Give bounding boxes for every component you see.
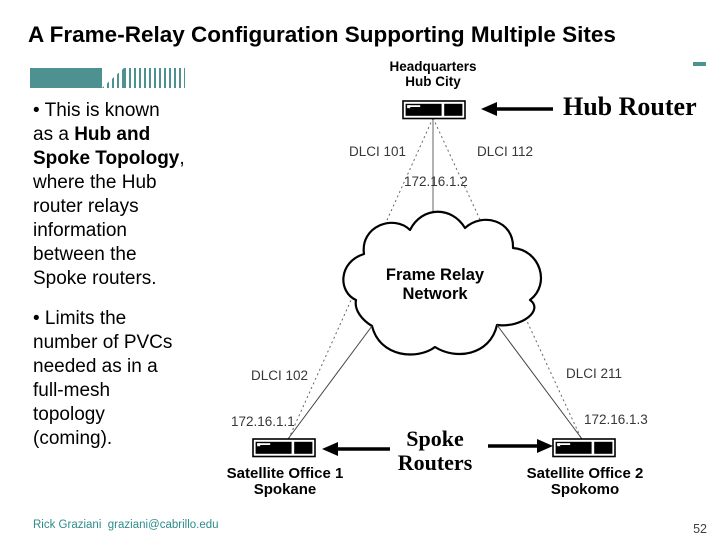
bullet-text-column: • This is known as a Hub and Spoke Topol…: [33, 99, 185, 451]
sat2-city-name: Spokomo: [550, 481, 620, 498]
dlci-112-label: DLCI 112: [477, 144, 534, 159]
page-title: A Frame-Relay Configuration Supporting M…: [28, 22, 616, 47]
sat1-site-name: Satellite Office 1: [226, 465, 344, 482]
spoke2-arrow-icon: [488, 439, 553, 453]
bullet-hub-spoke: • This is known as a Hub and Spoke Topol…: [33, 99, 185, 291]
dlci-102-label: DLCI 102: [251, 368, 309, 383]
sat2-site-name: Satellite Office 2: [526, 465, 644, 482]
hub-city-name: Hub City: [405, 74, 461, 89]
footer-author: Rick Graziani graziani@cabrillo.edu: [33, 519, 219, 531]
decorative-bar: [30, 68, 185, 88]
hub-site-name: Headquarters: [389, 59, 477, 74]
satellite-office-2-label: Satellite Office 2 Spokomo: [505, 466, 665, 498]
hub-router-arrow-icon: [481, 102, 553, 116]
spoke1-router-icon: [252, 438, 316, 458]
bullet1-pre: • This is known as a: [33, 100, 160, 145]
dlci-211-label: DLCI 211: [566, 366, 623, 381]
hub-site-label: Headquarters Hub City: [353, 59, 513, 89]
frame-relay-cloud: [342, 210, 542, 356]
hub-router-icon: [402, 100, 466, 120]
spoke-annotation-line2: Routers: [397, 450, 473, 475]
page-number: 52: [693, 522, 707, 536]
spoke-routers-annotation: Spoke Routers: [383, 427, 487, 475]
dlci-101-label: DLCI 101: [349, 144, 407, 159]
satellite-office-1-label: Satellite Office 1 Spokane: [205, 466, 365, 498]
spoke1-arrow-icon: [322, 442, 390, 456]
spoke2-access-line: [496, 324, 583, 440]
bullet1-bold: Hub and Spoke Topology: [33, 124, 180, 169]
cloud-label-line2: Network: [402, 285, 468, 303]
frame-relay-network-label: Frame Relay Network: [355, 266, 515, 304]
spoke-annotation-line1: Spoke: [406, 426, 464, 451]
decorative-bar-solid: [30, 68, 102, 88]
corner-dash-icon: [693, 62, 706, 66]
decorative-bar-stripes: [124, 68, 185, 88]
spoke2-ip-label: 172.16.1.3: [584, 412, 648, 427]
sat1-city-name: Spokane: [253, 481, 317, 498]
bullet1-post: , where the Hub router relays informatio…: [33, 148, 185, 289]
spoke1-access-line: [287, 325, 373, 440]
hub-router-annotation: Hub Router: [563, 92, 697, 121]
spoke1-ip-label: 172.16.1.1: [231, 414, 295, 429]
hub-ip-label: 172.16.1.2: [404, 174, 468, 189]
spoke2-router-icon: [552, 438, 616, 458]
bullet-limits-pvcs: • Limits the number of PVCs needed as in…: [33, 308, 173, 449]
cloud-label-line1: Frame Relay: [385, 266, 485, 284]
